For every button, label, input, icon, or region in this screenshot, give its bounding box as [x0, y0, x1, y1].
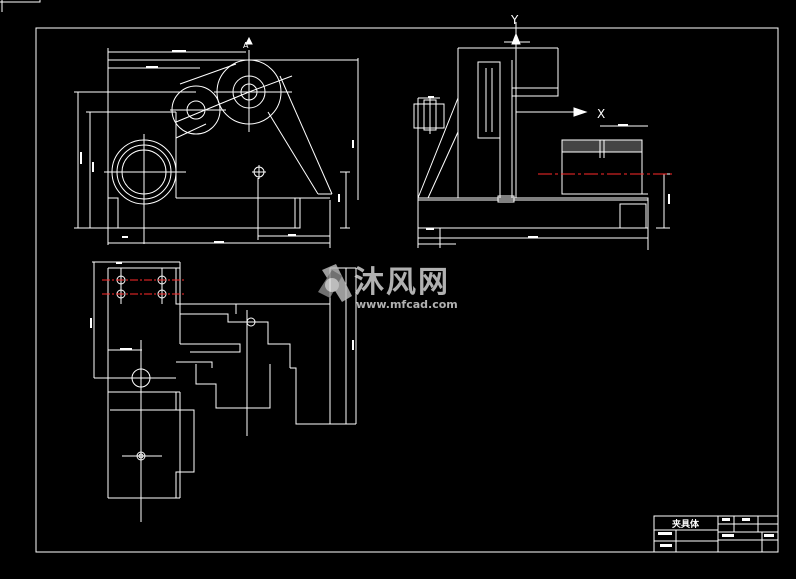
- corner-mark: [0, 0, 41, 3]
- title-block-part-name: 夹具体: [672, 518, 700, 530]
- centerline-top: [102, 279, 184, 295]
- watermark: 沐风网 www.mfcad.com: [318, 264, 458, 311]
- watermark-brand-url: www.mfcad.com: [356, 298, 458, 311]
- view-label-a: A: [243, 41, 249, 50]
- top-view: [90, 261, 357, 522]
- axis-label-y: Y: [510, 13, 519, 27]
- drawing-border: [35, 27, 779, 553]
- front-view: A: [74, 36, 359, 248]
- axis-label-x: X: [597, 107, 605, 121]
- watermark-brand-cn: 沐风网: [354, 265, 450, 300]
- mfcad-logo-icon: [318, 264, 352, 302]
- side-view: Y X: [413, 13, 670, 250]
- title-block: 夹具体: [653, 515, 779, 553]
